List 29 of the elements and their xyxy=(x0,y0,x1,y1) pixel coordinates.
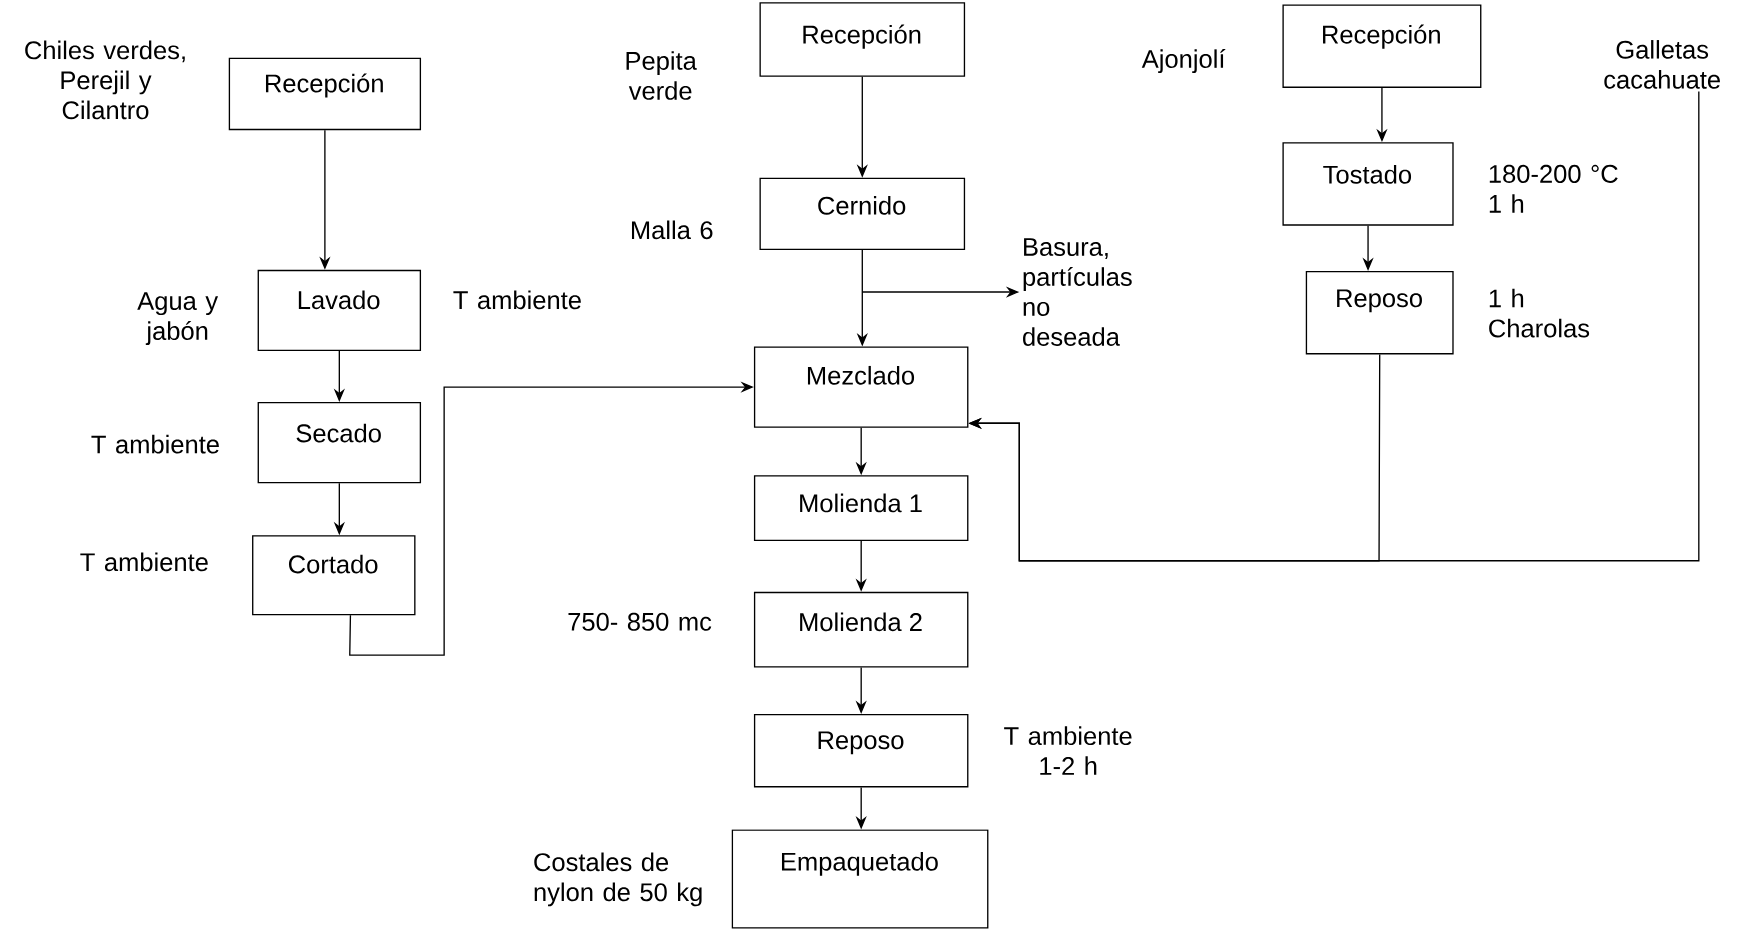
process-box: Mezclado xyxy=(753,346,969,428)
annotation-text: T ambiente xyxy=(80,552,208,572)
process-box: Reposo xyxy=(1305,270,1454,355)
annotation-text: Chiles verdes, Perejil y Cilantro xyxy=(25,40,185,120)
annotation-text: Pepita verde xyxy=(626,51,697,100)
process-box: Lavado xyxy=(257,269,422,351)
annotation-text: 1 h Charolas xyxy=(1489,288,1590,338)
annotation-text: Agua y jabón xyxy=(137,292,219,345)
process-box: Secado xyxy=(257,401,422,484)
process-box: Recepción xyxy=(228,57,422,130)
annotation-text: Costales de nylon de 50 kg xyxy=(534,852,702,907)
process-box: Recepción xyxy=(759,2,966,77)
annotation-text: 180-200 °C 1 h xyxy=(1489,164,1618,213)
annotation-text: Ajonjolí xyxy=(1141,48,1226,73)
annotation-text: T ambiente xyxy=(453,290,581,309)
annotation-text: T ambiente 1-2 h xyxy=(1004,726,1132,775)
flow-text: Galletas cacahuate xyxy=(1604,39,1720,89)
process-box: Empaquetado xyxy=(731,829,989,929)
process-box: Molienda 1 xyxy=(753,475,969,541)
process-box: Reposo xyxy=(753,713,969,788)
process-box: Recepción xyxy=(1282,4,1482,88)
process-box: Tostado xyxy=(1282,141,1454,226)
annotation-text: T ambiente xyxy=(91,434,219,454)
annotation-text: Malla 6 xyxy=(632,220,713,240)
process-box: Cortado xyxy=(252,535,416,616)
annotation-text: 750- 850 mc xyxy=(568,612,712,631)
process-box: Cernido xyxy=(759,177,966,250)
process-box: Molienda 2 xyxy=(753,591,969,668)
flow-text: Basura, partículas no deseada xyxy=(1023,238,1132,346)
